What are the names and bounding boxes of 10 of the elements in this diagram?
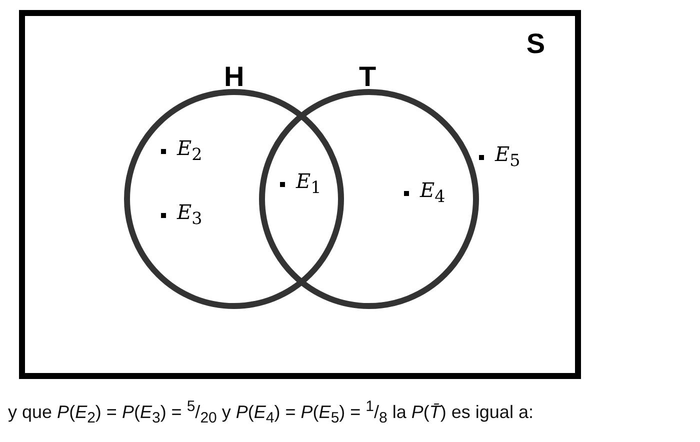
set-label: H [224,63,244,91]
outcome-label: E$_{3}$ [177,202,202,228]
outcome-label: E$_{4}$ [420,180,446,206]
outcome-label: E$_{2}$ [177,138,202,164]
universe-rectangle [19,10,581,379]
set-label: T [359,63,376,91]
outcome-label: E$_{5}$ [495,144,520,170]
outcome-label: E$_{1}$ [296,171,322,197]
universe-label: S [526,30,545,58]
question-text: y que P(E$_{2}$) = P(E$_{3}$) = $^{5}$/$_{20}$ y P(E$_{4}$) = P(E$_{5}$) = $^{1}$/$_{8}$ la P(T̄) es igual a: [8,398,534,427]
